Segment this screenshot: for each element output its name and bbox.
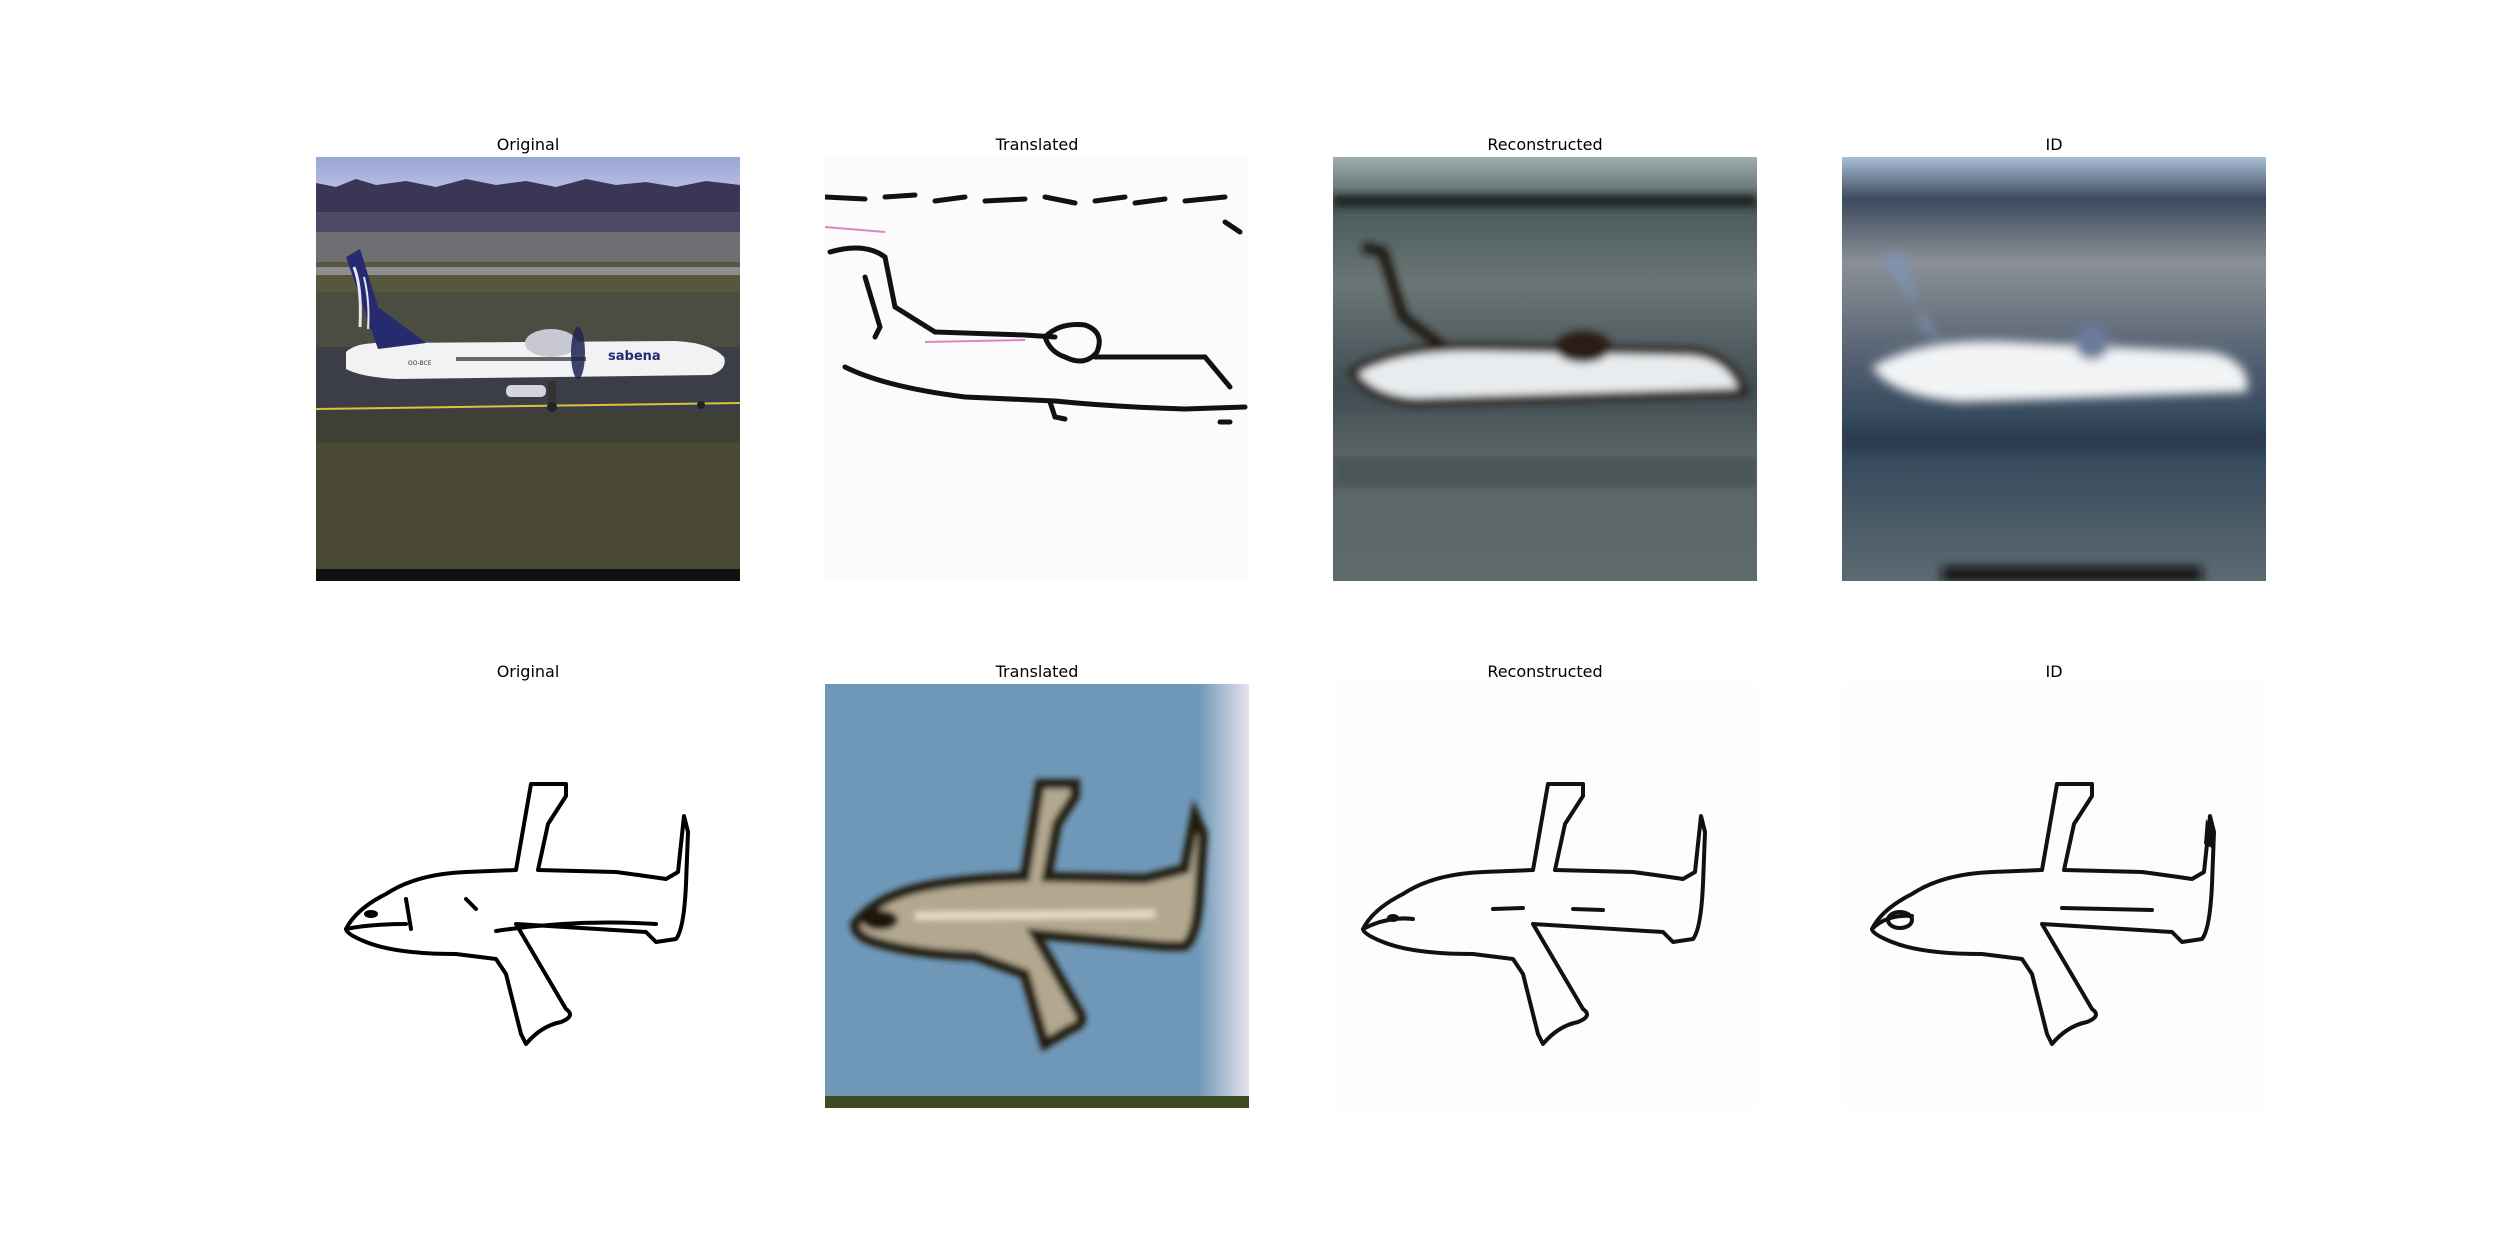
panel-title: ID [2045, 135, 2063, 154]
panel-title: Translated [995, 135, 1079, 154]
panel-title: Original [496, 662, 560, 681]
registration-text: OO-BCE [408, 360, 432, 367]
panel-title: Reconstructed [1487, 135, 1603, 154]
panel-title: Translated [995, 662, 1079, 681]
panel-title: Reconstructed [1487, 662, 1603, 681]
airplane-sketch-image [316, 684, 740, 1108]
reconstructed-sketch-image [1333, 684, 1757, 1108]
reconstructed-photo-image [1333, 157, 1757, 581]
translated-blue-image [825, 684, 1249, 1108]
airplane-photo-image: sabena OO-BCE [316, 157, 740, 581]
id-sketch-image [1842, 684, 2266, 1108]
airline-logo-text: sabena [608, 349, 661, 364]
panel-title: ID [2045, 662, 2063, 681]
translated-sketch-image [825, 157, 1249, 581]
id-photo-image [1842, 157, 2266, 581]
panel-title: Original [496, 135, 560, 154]
